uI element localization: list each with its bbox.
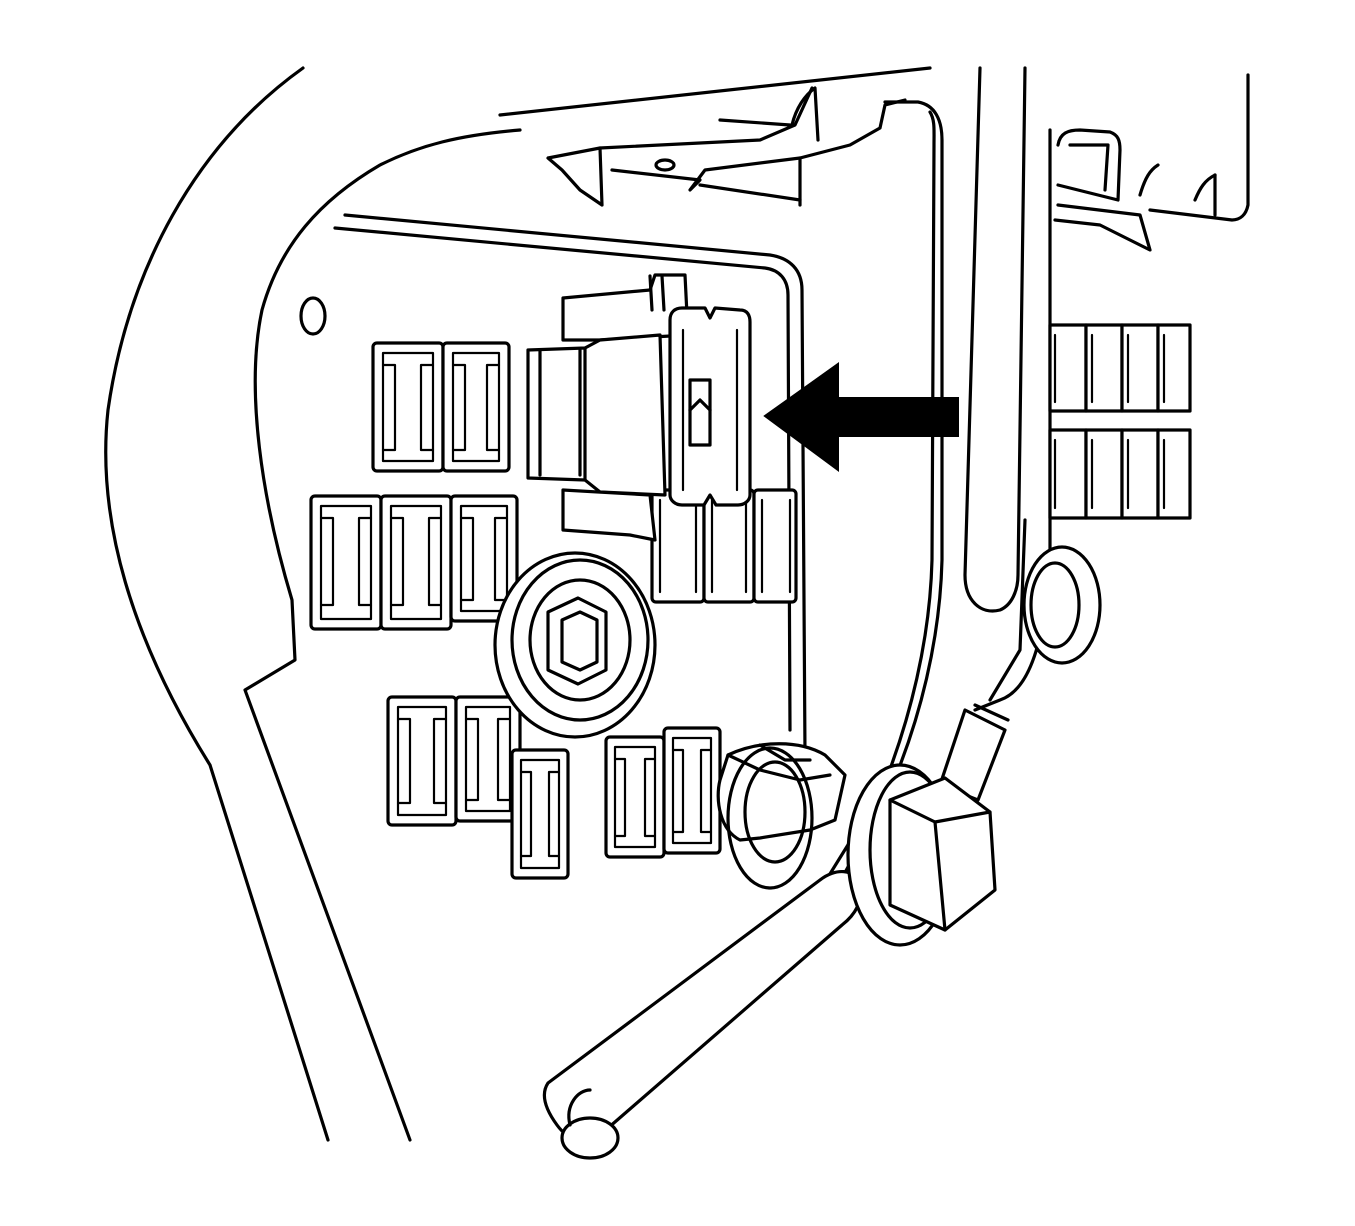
top-clip-right — [1053, 73, 1250, 252]
housing-outline — [104, 66, 932, 1142]
relay — [526, 273, 690, 542]
fuse — [379, 494, 453, 631]
fuse — [371, 341, 445, 473]
fuse — [604, 735, 666, 859]
right-fuse-row-upper — [1048, 323, 1192, 413]
fuse — [662, 726, 722, 855]
fuse — [386, 695, 458, 827]
mounting-bolt — [846, 703, 1010, 947]
fuse — [650, 488, 706, 604]
fuse — [510, 748, 570, 880]
fuse — [449, 494, 519, 623]
top-clip-left — [546, 86, 907, 207]
fuse — [752, 488, 798, 604]
hex-stud — [493, 551, 657, 739]
right-grommet — [1022, 545, 1102, 665]
right-fuse-row-lower — [1048, 428, 1192, 520]
fuse — [441, 341, 511, 473]
highlighted-fuse — [668, 306, 752, 507]
callout-arrow — [763, 362, 959, 472]
wiring-harness — [542, 742, 863, 1160]
fuse — [309, 494, 383, 631]
fuse — [702, 488, 756, 604]
mounting-bracket — [818, 66, 1052, 902]
